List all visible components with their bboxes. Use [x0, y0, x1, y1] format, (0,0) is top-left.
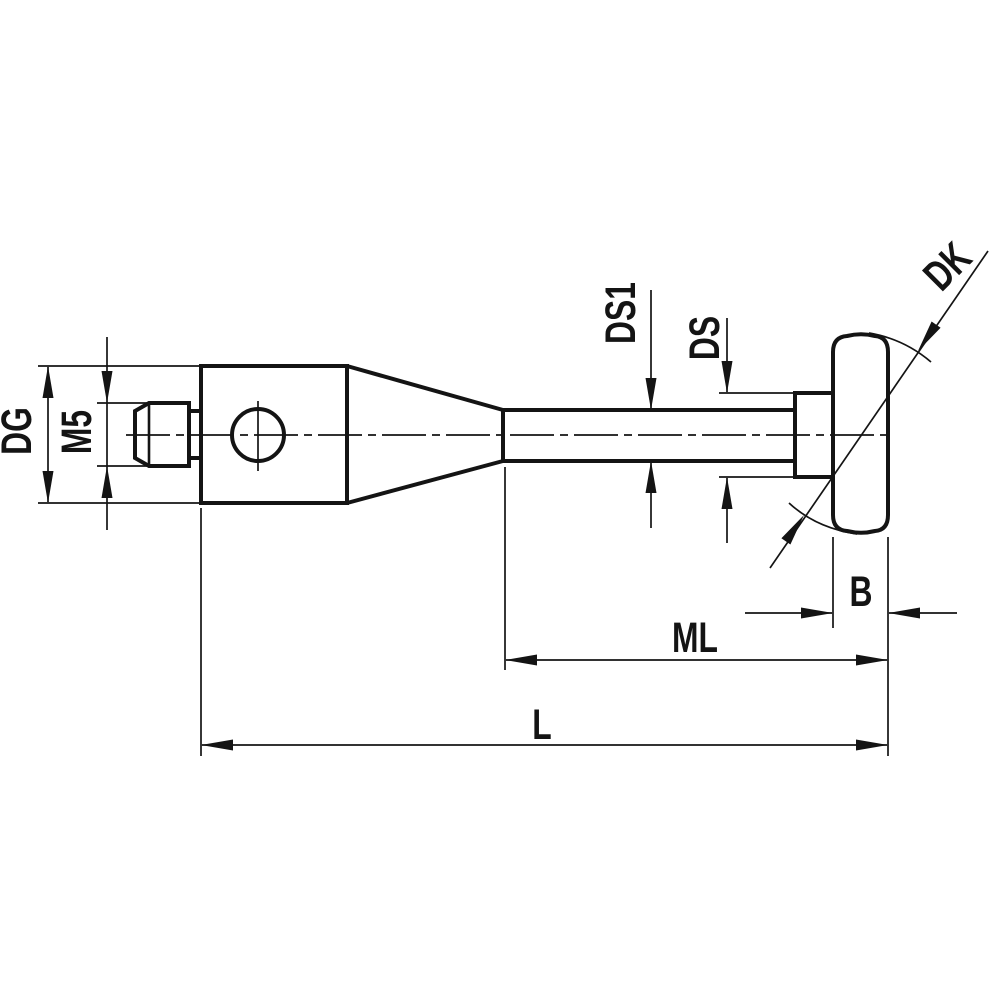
- dimension-label-ds1: DS1: [597, 282, 645, 344]
- stem-shaft: [503, 408, 795, 463]
- dimension-label-m5: M5: [53, 410, 101, 454]
- part-outline: [126, 332, 893, 535]
- dimension-label-l: L: [532, 701, 551, 749]
- dimension-m5: M5: [53, 337, 150, 530]
- dimension-dg: DG: [0, 365, 201, 504]
- dimension-dk: DK: [769, 234, 989, 569]
- dimension-label-ds: DS: [681, 316, 729, 360]
- disc: [831, 332, 890, 535]
- dimension-ml: ML: [504, 467, 888, 670]
- dimension-label-dk: DK: [915, 234, 981, 300]
- dimension-ds1: DS1: [597, 282, 657, 528]
- cross-hole: [230, 401, 286, 471]
- dimension-b: B: [745, 537, 957, 756]
- dimension-label-dg: DG: [0, 407, 41, 455]
- dimension-label-b: B: [850, 568, 873, 616]
- dimension-l: L: [200, 508, 888, 756]
- dimension-label-ml: ML: [672, 614, 718, 662]
- dimension-ds: DS: [681, 316, 795, 543]
